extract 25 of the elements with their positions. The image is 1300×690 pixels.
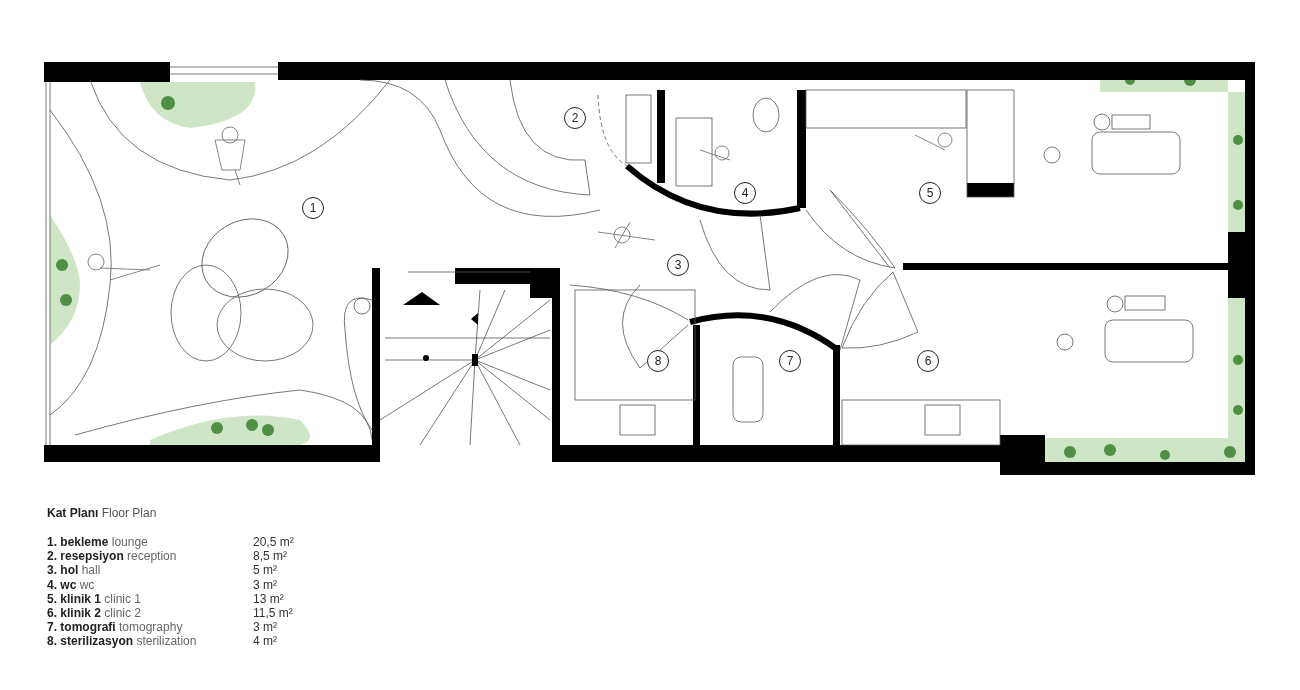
room-area: 3 m² [253, 620, 277, 635]
plan-title: Kat Planı Floor Plan [47, 506, 157, 520]
callout-number: 1 [302, 197, 324, 219]
callout-number: 7 [779, 350, 801, 372]
room-name: 8. sterilizasyon sterilization [47, 634, 197, 649]
room-area: 20,5 m² [253, 535, 294, 549]
room-area: 11,5 m² [253, 606, 293, 620]
room-name: 6. klinik 2 clinic 2 [47, 606, 142, 620]
room-name: 7. tomografi tomography [47, 620, 183, 635]
room-name: 5. klinik 1 clinic 1 [47, 591, 142, 606]
callout-number: 8 [647, 350, 669, 372]
room-area: 13 m² [253, 591, 284, 606]
room-name: 4. wc wc [47, 577, 95, 592]
room-name: 3. hol hall [47, 563, 101, 578]
room-area: 3 m² [253, 577, 277, 592]
room-name: 1. bekleme lounge [47, 535, 148, 549]
room-name: 2. resepsiyon reception [47, 549, 177, 564]
callout-number: 4 [734, 182, 756, 204]
room-area: 4 m² [253, 634, 277, 649]
callout-number: 6 [917, 350, 939, 372]
room-area: 5 m² [253, 563, 277, 578]
room-area: 8,5 m² [253, 549, 287, 564]
callout-number: 3 [667, 254, 689, 276]
callout-number: 5 [919, 182, 941, 204]
callout-number: 2 [564, 107, 586, 129]
